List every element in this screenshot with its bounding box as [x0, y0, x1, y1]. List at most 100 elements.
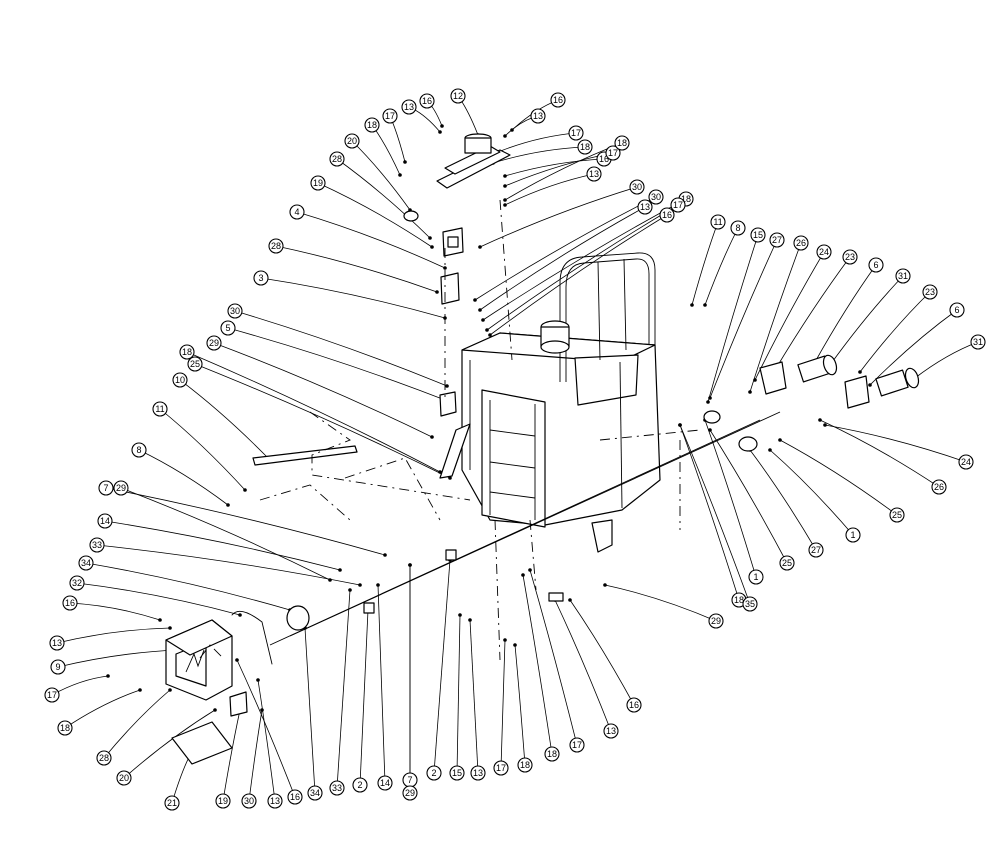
callout-label: 17 [572, 740, 582, 750]
callout-label: 25 [782, 558, 792, 568]
leader-line [704, 227, 739, 306]
bracket-plate-3 [440, 272, 460, 305]
hardware-point [768, 448, 772, 452]
callout-label: 16 [553, 95, 563, 105]
callout-24: 24 [816, 244, 832, 260]
callout-label: 18 [547, 749, 557, 759]
leader-line [351, 140, 411, 211]
hardware-point [708, 428, 712, 432]
leader-line [296, 211, 446, 269]
callout-6: 6 [868, 257, 884, 273]
callout-label: 2 [431, 768, 436, 778]
callout-circle [344, 133, 360, 149]
hardware-point [468, 618, 472, 622]
leader-line [479, 206, 646, 311]
callout-circle [958, 454, 974, 470]
callout-6: 6 [949, 302, 965, 318]
callout-17: 17 [44, 687, 60, 703]
callout-18: 18 [57, 720, 73, 736]
callout-circle [922, 284, 938, 300]
lid-motor [540, 320, 570, 354]
callout-circle [187, 356, 203, 372]
callout-2: 2 [352, 777, 368, 793]
parts-drawing [165, 133, 920, 765]
leader-line [679, 424, 740, 601]
leader-line [304, 627, 316, 794]
callout-label: 13 [52, 638, 62, 648]
callout-label: 14 [380, 778, 390, 788]
callout-circle [241, 793, 257, 809]
leader-line [819, 419, 940, 488]
callout-circle [267, 793, 283, 809]
leader-line [492, 146, 586, 164]
callout-label: 13 [640, 202, 650, 212]
clip-16 [548, 592, 564, 602]
hardware-point [568, 598, 572, 602]
callout-label: 16 [629, 700, 639, 710]
leader-line [456, 614, 461, 774]
callout-label: 15 [452, 768, 462, 778]
callout-label: 34 [81, 558, 91, 568]
callout-label: 16 [65, 598, 75, 608]
callout-circle [131, 442, 147, 458]
hardware-point [478, 245, 482, 249]
callout-3: 3 [253, 270, 269, 286]
hardware-point [473, 298, 477, 302]
callout-label: 34 [310, 788, 320, 798]
callout-circle [62, 595, 78, 611]
collar-2a [363, 602, 375, 614]
leader-line [56, 627, 171, 644]
hardware-point [748, 390, 752, 394]
hardware-point [503, 198, 507, 202]
leader-line [500, 639, 506, 769]
callout-circle [364, 117, 380, 133]
leader-line [105, 487, 386, 556]
leader-line [336, 589, 351, 789]
top-chute [436, 133, 511, 189]
callout-30: 30 [629, 179, 645, 195]
callout-circle [98, 480, 114, 496]
callout-circle [517, 757, 533, 773]
callout-18: 18 [364, 117, 380, 133]
callout-7: 7 [98, 480, 114, 496]
callout-10: 10 [172, 372, 188, 388]
callout-circle [450, 88, 466, 104]
callout-circle [816, 244, 832, 260]
callout-32: 32 [69, 575, 85, 591]
hardware-point [408, 563, 412, 567]
callout-circle [568, 125, 584, 141]
callout-circle [748, 569, 764, 585]
callout-26: 26 [793, 235, 809, 251]
collar-2b [445, 549, 457, 561]
leader-line [514, 644, 526, 766]
callout-circle [742, 596, 758, 612]
callout-19: 19 [215, 793, 231, 809]
side-motor-a [759, 354, 838, 395]
callout-label: 18 [617, 138, 627, 148]
hardware-point [168, 626, 172, 630]
callout-15: 15 [750, 227, 766, 243]
callout-circle [382, 108, 398, 124]
leader-line [222, 709, 241, 802]
leader-line [85, 562, 291, 611]
leader-line [179, 379, 271, 461]
callout-label: 11 [713, 217, 722, 227]
callout-label: 18 [367, 120, 377, 130]
hardware-point [690, 303, 694, 307]
callout-29: 29 [113, 480, 129, 496]
callout-31: 31 [895, 268, 911, 284]
hand-rail [559, 252, 656, 382]
callout-label: 7 [407, 775, 412, 785]
callout-20: 20 [116, 770, 132, 786]
callout-circle [89, 537, 105, 553]
leader-line [377, 584, 386, 784]
callout-circle [808, 542, 824, 558]
callout-30: 30 [227, 303, 243, 319]
callout-circle [96, 750, 112, 766]
callout-circle [845, 527, 861, 543]
callout-8: 8 [730, 220, 746, 236]
callout-13: 13 [603, 723, 619, 739]
callout-label: 24 [819, 247, 829, 257]
leader-line [433, 559, 451, 774]
callout-circle [152, 401, 168, 417]
